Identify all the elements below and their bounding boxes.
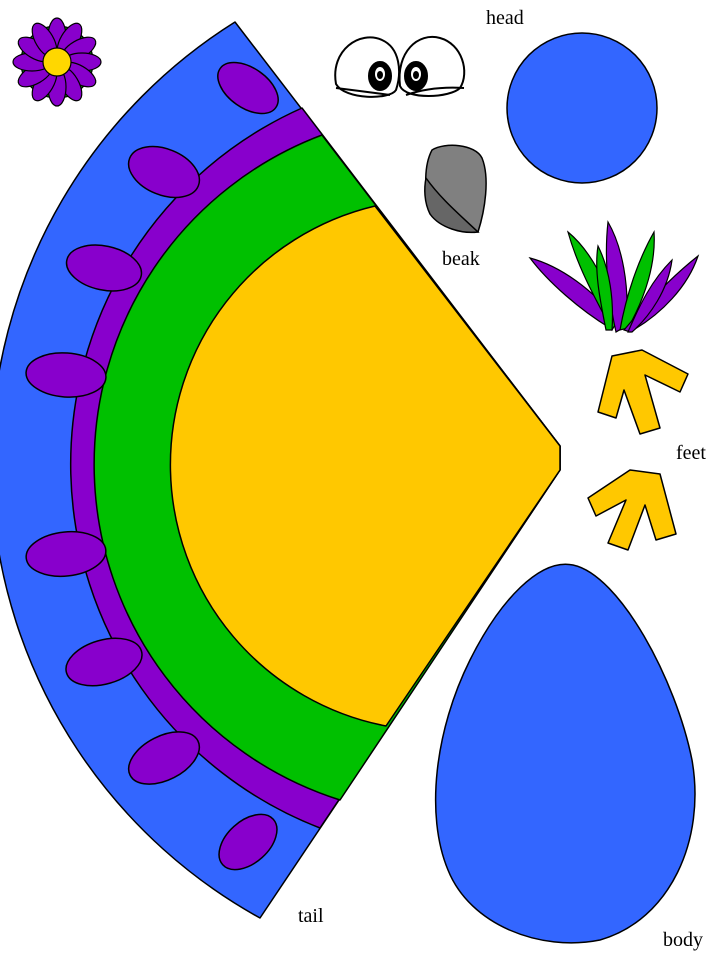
head-piece — [506, 32, 658, 184]
tail-spot — [217, 61, 279, 115]
feather-crest-icon — [528, 220, 700, 333]
bird-foot-icon — [587, 349, 689, 551]
tail-yellow-center — [169, 205, 561, 727]
flower-icon — [12, 17, 102, 107]
tail-spot — [218, 813, 278, 871]
feet-label: feet — [676, 442, 706, 464]
beak-label: beak — [442, 248, 480, 270]
tail-spot — [25, 530, 107, 578]
beak-icon — [424, 144, 487, 234]
tail-spot — [25, 352, 107, 398]
head-label: head — [486, 7, 524, 29]
tail-label: tail — [298, 905, 324, 927]
body-piece — [434, 563, 696, 944]
tail-spot — [127, 145, 201, 199]
tail-spot — [127, 731, 201, 785]
tail-spot — [65, 244, 143, 292]
eyes-icon — [334, 35, 466, 98]
body-label: body — [663, 929, 703, 951]
tail-spot — [65, 637, 143, 687]
tail-spots — [25, 61, 279, 871]
tail-piece — [0, 21, 561, 919]
flower-center — [42, 47, 72, 77]
